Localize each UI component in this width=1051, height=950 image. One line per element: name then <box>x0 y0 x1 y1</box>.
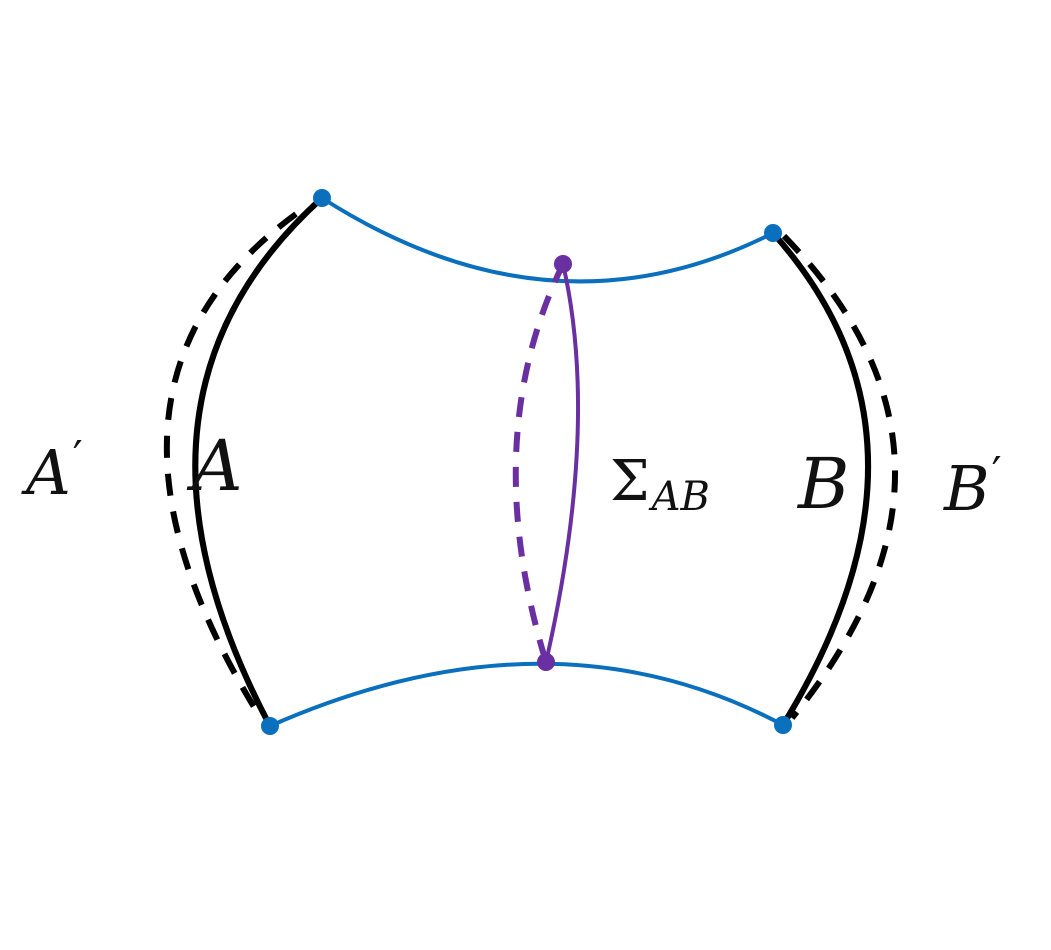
sigma-ab-surface-solid <box>544 262 580 664</box>
label-a-prime: A′ <box>21 432 83 509</box>
label-a: A <box>186 425 243 507</box>
bottom-left-endpoint <box>261 717 279 735</box>
top-right-endpoint <box>764 224 782 242</box>
region-a-prime-curve <box>163 211 298 722</box>
region-b-prime-curve <box>781 233 898 720</box>
label-b-prime: B′ <box>943 448 1002 525</box>
sigma-top-endpoint <box>554 255 572 273</box>
region-a-curve <box>192 195 325 729</box>
sigma-bottom-endpoint <box>537 653 555 671</box>
sigma-ab-surface-dashed <box>512 262 566 663</box>
top-left-endpoint <box>313 189 331 207</box>
top-boundary-curve <box>320 196 775 284</box>
label-b: B <box>796 443 849 525</box>
label-sigma-ab: ΣAB <box>610 449 710 520</box>
bottom-right-endpoint <box>774 716 792 734</box>
region-b-curve <box>770 230 871 728</box>
bottom-boundary-curve <box>268 661 785 728</box>
